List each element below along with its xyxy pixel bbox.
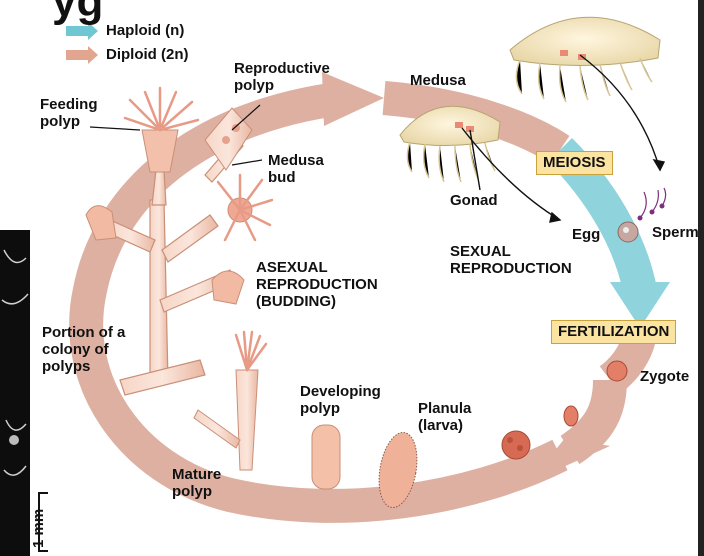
asexual-reproduction-label: ASEXUAL REPRODUCTION (BUDDING) bbox=[256, 259, 378, 310]
medusa-bud-label: Medusa bud bbox=[268, 152, 324, 186]
polyp-buds bbox=[85, 205, 245, 305]
zygote-cell bbox=[606, 360, 628, 382]
medusa-center bbox=[399, 105, 501, 183]
legend-haploid-label: Haploid (n) bbox=[106, 22, 185, 39]
developing-polyp bbox=[311, 424, 341, 490]
mature-polyp-label: Mature polyp bbox=[172, 466, 222, 500]
polyp-colony bbox=[105, 139, 244, 396]
haploid-swatch bbox=[66, 22, 98, 40]
egg-label: Egg bbox=[572, 226, 601, 243]
gonad-label: Gonad bbox=[450, 192, 498, 209]
colony-label: Portion of a colony of polyps bbox=[42, 324, 126, 375]
legend bbox=[66, 22, 98, 64]
feeding-polyp-2 bbox=[216, 173, 274, 242]
legend-diploid-label: Diploid (2n) bbox=[106, 46, 189, 63]
right-edge-bar bbox=[698, 0, 704, 556]
reproductive-polyp-label: Reproductive polyp bbox=[234, 60, 330, 94]
planula-larva bbox=[378, 431, 418, 509]
title-fragment: yg bbox=[52, 0, 103, 26]
feeding-polyp-label: Feeding polyp bbox=[40, 96, 98, 130]
zygote-label: Zygote bbox=[640, 368, 690, 385]
meiosis-box: MEIOSIS bbox=[536, 151, 613, 175]
scale-label: 1 mm bbox=[30, 508, 47, 548]
reproductive-polyp bbox=[204, 107, 253, 171]
sperm-label: Sperm bbox=[652, 224, 699, 241]
fertilization-box: FERTILIZATION bbox=[551, 320, 677, 344]
micrograph-strip bbox=[0, 230, 30, 556]
scale-bar bbox=[38, 492, 48, 552]
gonad-arrows bbox=[461, 54, 666, 223]
developing-polyp-label: Developing polyp bbox=[300, 383, 381, 417]
medusa-label: Medusa bbox=[410, 72, 466, 89]
leader-lines bbox=[89, 104, 263, 166]
planula-label: Planula (larva) bbox=[418, 400, 472, 434]
egg-and-sperm bbox=[617, 187, 667, 243]
sexual-reproduction-label: SEXUAL REPRODUCTION bbox=[450, 243, 572, 277]
diploid-swatch bbox=[66, 46, 98, 64]
mature-polyp bbox=[193, 330, 268, 471]
feeding-polyp bbox=[123, 86, 200, 173]
embryo-stages bbox=[501, 360, 628, 460]
